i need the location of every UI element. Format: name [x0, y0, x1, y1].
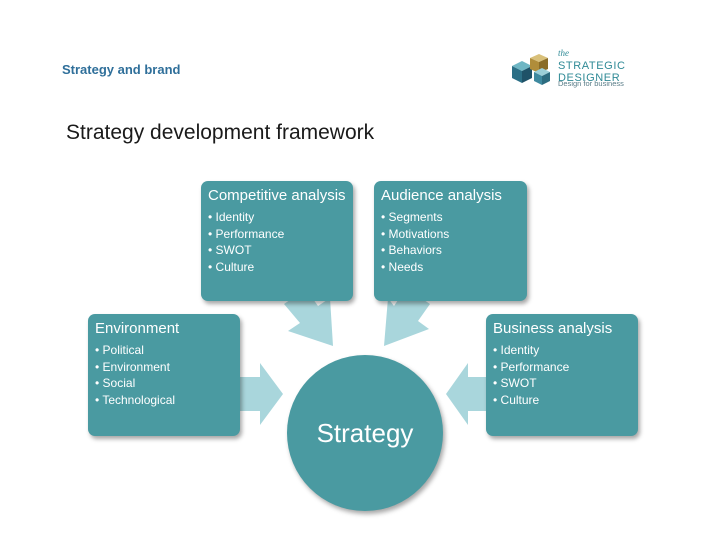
logo-name: STRATEGIC DESIGNER: [558, 60, 626, 84]
node-item: SWOT: [208, 242, 346, 259]
node-item: Technological: [95, 392, 233, 409]
node-title: Audience analysis: [381, 187, 502, 204]
logo-prefix: the: [558, 48, 569, 58]
node-item: Environment: [95, 359, 233, 376]
strategy-label: Strategy: [316, 417, 414, 448]
arrow-from-environment: [236, 363, 283, 425]
node-item: Behaviors: [381, 242, 520, 259]
node-item: Identity: [493, 342, 631, 359]
node-items: Identity Performance SWOT Culture: [493, 342, 631, 408]
node-items: Segments Motivations Behaviors Needs: [381, 209, 520, 275]
strategy-center-node: Strategy: [287, 355, 443, 511]
node-audience-analysis: Audience analysis Segments Motivations B…: [374, 181, 527, 301]
strategic-designer-logo: the STRATEGIC DESIGNER Design for busine…: [508, 48, 688, 94]
node-title: Business analysis: [493, 320, 613, 337]
node-item: Needs: [381, 259, 520, 276]
node-competitive-analysis: Competitive analysis Identity Performanc…: [201, 181, 353, 301]
node-item: Identity: [208, 209, 346, 226]
section-label: Strategy and brand: [62, 62, 181, 77]
node-item: Motivations: [381, 226, 520, 243]
node-item: Culture: [208, 259, 346, 276]
arrow-from-audience: [384, 288, 430, 346]
page-title: Strategy development framework: [66, 121, 375, 144]
node-item: Social: [95, 375, 233, 392]
node-business-analysis: Business analysis Identity Performance S…: [486, 314, 638, 436]
node-items: Identity Performance SWOT Culture: [208, 209, 346, 275]
cubes-logo-icon: [512, 54, 550, 85]
node-item: Segments: [381, 209, 520, 226]
arrow-from-competitive: [284, 289, 333, 346]
arrow-from-business: [446, 363, 490, 425]
node-item: Culture: [493, 392, 631, 409]
node-title: Competitive analysis: [208, 187, 346, 204]
node-item: Political: [95, 342, 233, 359]
node-environment: Environment Political Environment Social…: [88, 314, 240, 436]
node-item: Performance: [208, 226, 346, 243]
logo-tagline: Design for business: [558, 79, 624, 88]
node-items: Political Environment Social Technologic…: [95, 342, 233, 408]
node-item: SWOT: [493, 375, 631, 392]
node-item: Performance: [493, 359, 631, 376]
node-title: Environment: [95, 320, 180, 337]
